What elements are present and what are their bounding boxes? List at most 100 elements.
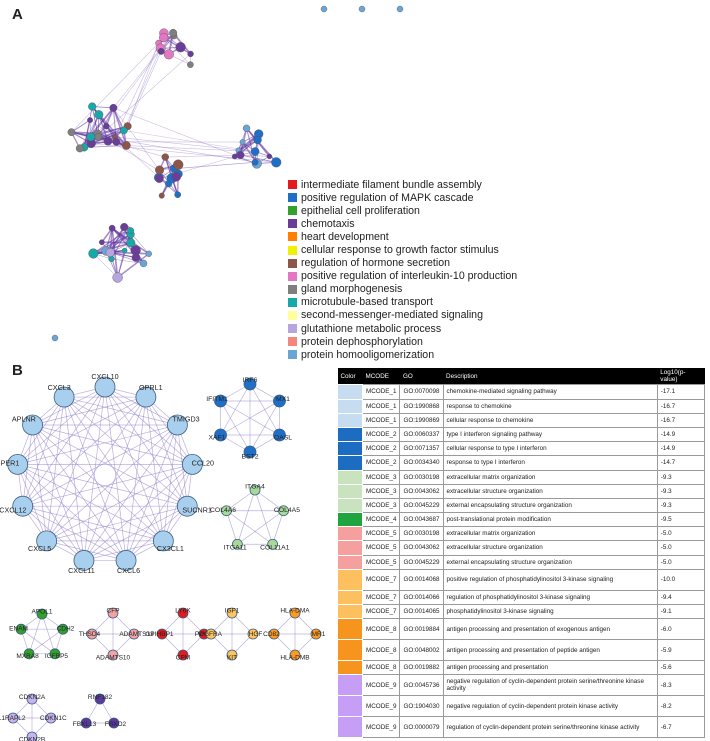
cluster-edge xyxy=(32,424,85,561)
description-cell: antigen processing and presentation xyxy=(442,660,658,676)
network-node xyxy=(121,247,128,254)
legend-item: glutathione metabolic process xyxy=(288,322,517,335)
cluster-edge xyxy=(46,464,193,542)
gene-label: CX3CL1 xyxy=(157,544,184,553)
panel-b-mcode-networks: CXCL10OPRL1TMIGD3CCL20SUCNR1CX3CL1CXCL6C… xyxy=(0,372,326,741)
logp-cell: -9.3 xyxy=(656,483,706,499)
panel-a-network xyxy=(51,5,404,342)
gene-node xyxy=(107,649,119,661)
cluster-edge xyxy=(28,613,43,654)
description-cell: chemokine-mediated signaling pathway xyxy=(442,384,658,400)
cluster-edge xyxy=(17,396,147,465)
mcode-cell: MCODE_9 xyxy=(361,695,401,718)
cluster-edge xyxy=(32,396,146,426)
legend-item: microtubule-based transport xyxy=(288,296,517,309)
gene-label: MX1 xyxy=(276,396,290,403)
cluster-edge xyxy=(163,424,178,541)
network-edge xyxy=(111,228,119,278)
gene-node xyxy=(80,717,92,729)
gene-label: ADAMTS10 xyxy=(96,655,131,662)
mcode-cell: MCODE_9 xyxy=(361,716,401,739)
legend-item: protein homooligomerization xyxy=(288,348,517,361)
network-node xyxy=(157,47,165,55)
mcode-color-swatch xyxy=(337,554,363,570)
gene-node xyxy=(243,377,257,391)
cluster-edge xyxy=(83,464,193,561)
gene-label: FBXO2 xyxy=(105,721,127,728)
cluster-edge xyxy=(125,397,147,561)
network-node xyxy=(86,132,96,142)
legend-swatch xyxy=(288,284,297,294)
gene-label: ADAMTS13 xyxy=(119,631,154,638)
go-cell: GO:1904030 xyxy=(399,695,444,718)
gene-node xyxy=(156,628,168,640)
cluster-edge xyxy=(22,424,178,507)
description-cell: extracellular structure organization xyxy=(442,483,658,499)
mcode-color-swatch xyxy=(337,398,363,414)
legend-label: protein homooligomerization xyxy=(301,348,435,361)
description-cell: external encapsulating structure organiz… xyxy=(442,497,658,514)
mcode-cell: MCODE_1 xyxy=(361,384,401,400)
cluster-edge xyxy=(220,400,280,436)
network-edge xyxy=(127,43,159,127)
gene-label: MXRA8 xyxy=(16,653,39,660)
gene-node xyxy=(115,550,137,571)
description-cell: extracellular matrix organization xyxy=(442,469,658,485)
legend-swatch xyxy=(288,206,297,216)
logp-cell: -17.1 xyxy=(656,384,706,400)
network-edge xyxy=(90,53,191,144)
mcode-color-swatch xyxy=(337,674,363,697)
header-go: GO xyxy=(399,368,444,385)
network-node xyxy=(187,50,194,58)
gene-label: GPER1 xyxy=(0,459,19,468)
cluster-edge xyxy=(17,424,178,465)
network-node xyxy=(187,61,194,68)
cluster-edge xyxy=(104,386,127,561)
logp-cell: -5.0 xyxy=(656,554,706,570)
mcode-color-swatch xyxy=(337,384,363,400)
legend-item: epithelial cell proliferation xyxy=(288,204,517,217)
cluster-edge xyxy=(17,464,188,507)
isolated-node xyxy=(320,5,328,13)
mcode-color-swatch xyxy=(337,526,363,542)
legend-swatch xyxy=(288,232,297,242)
legend-swatch xyxy=(288,258,297,268)
gene-node xyxy=(181,453,203,475)
network-edge xyxy=(79,114,99,149)
mcode-color-swatch xyxy=(337,441,363,457)
gene-node xyxy=(177,607,189,619)
mcode-cell: MCODE_1 xyxy=(361,398,401,414)
network-node xyxy=(126,238,136,248)
legend-label: epithelial cell proliferation xyxy=(301,204,420,217)
go-cell: GO:1990869 xyxy=(399,412,444,428)
go-cell: GO:0071357 xyxy=(399,441,444,457)
logp-cell: -5.0 xyxy=(656,540,706,556)
legend-swatch xyxy=(288,350,297,360)
network-node xyxy=(139,259,148,268)
go-cell: GO:0000079 xyxy=(399,716,444,739)
cluster-edge xyxy=(17,464,164,542)
gene-label: CDKN1C xyxy=(40,715,67,722)
gene-node xyxy=(226,649,238,661)
gene-node xyxy=(135,386,157,408)
gene-node xyxy=(152,530,174,552)
mcode-color-swatch xyxy=(337,695,363,718)
network-edge xyxy=(93,253,118,278)
network-node xyxy=(112,272,123,283)
cluster-edge xyxy=(254,489,273,545)
network-node xyxy=(145,250,152,257)
network-node xyxy=(158,192,165,199)
gene-label: CXCL3 xyxy=(48,383,71,392)
gene-node xyxy=(268,628,280,640)
gene-label: IGFBP5 xyxy=(45,653,69,660)
mcode-color-swatch xyxy=(337,716,363,739)
cluster-edge xyxy=(46,386,106,541)
mcode-cell: MCODE_2 xyxy=(361,455,401,471)
description-cell: response to chemokine xyxy=(442,398,658,414)
network-edge xyxy=(83,106,93,148)
